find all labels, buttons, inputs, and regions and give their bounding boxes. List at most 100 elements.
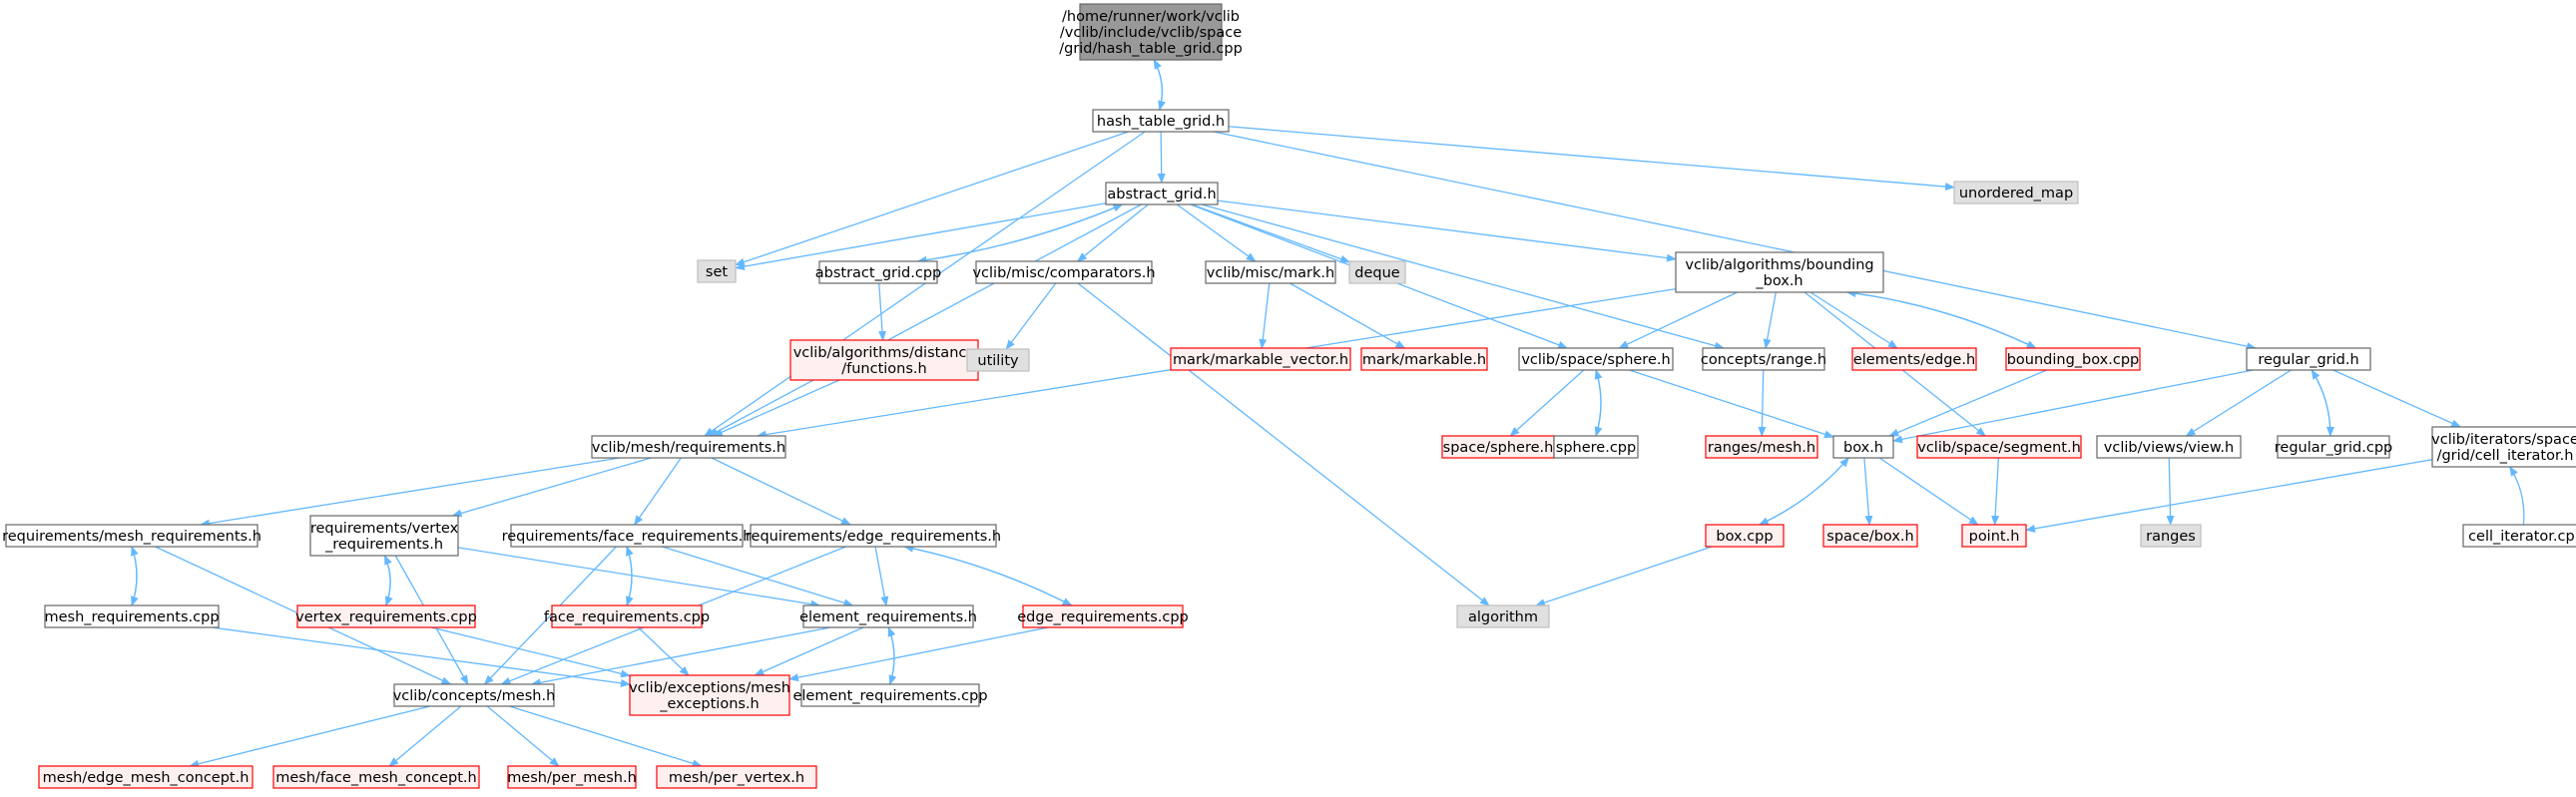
- node-n28[interactable]: requirements/mesh_requirements.h: [2, 524, 261, 548]
- node-n16[interactable]: elements/edge.h: [1851, 347, 1977, 371]
- node-box: [551, 604, 703, 628]
- node-n44[interactable]: vclib/exceptions/mesh_exceptions.h: [629, 674, 790, 716]
- node-n24[interactable]: vclib/space/segment.h: [1916, 435, 2082, 459]
- edge-n1-n3: [1228, 126, 1955, 192]
- node-n1[interactable]: hash_table_grid.h: [1092, 109, 1230, 133]
- node-label: vclib/mesh/requirements.h: [592, 440, 785, 456]
- node-n39[interactable]: face_requirements.cpp: [544, 604, 710, 628]
- node-box: [272, 765, 480, 789]
- node-box: [975, 260, 1153, 284]
- node-label: _box.h: [1755, 273, 1803, 289]
- node-label: requirements/mesh_requirements.h: [2, 529, 261, 545]
- node-n10[interactable]: vclib/algorithms/distance/functions.h: [789, 339, 979, 381]
- node-label: vclib/views/view.h: [2104, 440, 2234, 456]
- node-box: [2431, 426, 2576, 468]
- node-n25[interactable]: vclib/views/view.h: [2096, 435, 2242, 459]
- node-label: mesh/face_mesh_concept.h: [275, 770, 476, 786]
- node-box: [1953, 181, 2079, 204]
- node-n26[interactable]: regular_grid.cpp: [2275, 435, 2392, 459]
- node-label: requirements/face_requirements.h: [502, 529, 753, 545]
- node-n34[interactable]: point.h: [1961, 524, 2027, 548]
- node-box: [1675, 251, 1884, 293]
- node-n12[interactable]: mark/markable_vector.h: [1170, 347, 1351, 371]
- node-n18[interactable]: regular_grid.h: [2246, 347, 2371, 371]
- edge-n36-n27: [2509, 466, 2525, 526]
- edge-n18-n23: [1892, 369, 2254, 444]
- edge-n30-n43: [483, 546, 617, 685]
- node-n21[interactable]: sphere.cpp: [1553, 435, 1639, 459]
- node-n36[interactable]: cell_iterator.cpp: [2462, 524, 2576, 548]
- node-box: [2277, 435, 2390, 459]
- node-n17[interactable]: bounding_box.cpp: [2005, 347, 2141, 371]
- node-label: space/sphere.h: [1443, 440, 1554, 456]
- node-label: mesh_requirements.cpp: [44, 609, 219, 625]
- node-box: [2246, 347, 2371, 371]
- edge-n38-n29: [383, 555, 392, 606]
- node-n13[interactable]: mark/markable.h: [1360, 347, 1488, 371]
- node-n0: /home/runner/work/vclib/vclib/include/vc…: [1059, 3, 1243, 61]
- edge-n31-n41: [904, 546, 1073, 606]
- nodes-layer: /home/runner/work/vclib/vclib/include/vc…: [2, 3, 2576, 789]
- node-n33[interactable]: space/box.h: [1822, 524, 1918, 548]
- node-box: [1348, 260, 1406, 284]
- node-box: [1916, 435, 2082, 459]
- edge-n18-n26: [2311, 369, 2334, 437]
- node-n41[interactable]: edge_requirements.cpp: [1017, 604, 1189, 628]
- node-n7[interactable]: vclib/misc/mark.h: [1205, 260, 1336, 284]
- edge-n9-n17: [1846, 291, 2037, 349]
- node-n30[interactable]: requirements/face_requirements.h: [502, 524, 753, 548]
- node-label: vclib/iterators/space: [2431, 432, 2576, 448]
- edge-n2-n15: [1201, 203, 1726, 350]
- edge-n23-n34: [1878, 457, 1979, 526]
- edge-n40-n43: [530, 626, 831, 687]
- node-box: [2096, 435, 2242, 459]
- edge-n10-n19: [712, 379, 840, 437]
- node-label: vclib/exceptions/mesh: [629, 680, 790, 696]
- node-n27[interactable]: vclib/iterators/space/grid/cell_iterator…: [2431, 426, 2576, 468]
- node-n5[interactable]: abstract_grid.cpp: [815, 260, 941, 284]
- node-n20[interactable]: space/sphere.h: [1441, 435, 1555, 459]
- edge-n39-n44: [638, 626, 690, 676]
- node-n32[interactable]: box.cpp: [1705, 524, 1785, 548]
- node-label: mesh/per_mesh.h: [507, 770, 637, 786]
- node-n45[interactable]: element_requirements.cpp: [792, 683, 988, 707]
- node-label: vclib/misc/mark.h: [1207, 265, 1334, 281]
- edge-n2-n8: [1191, 203, 1350, 263]
- node-n15[interactable]: concepts/range.h: [1701, 347, 1826, 371]
- edge-n24-n34: [1991, 457, 2000, 526]
- node-n31[interactable]: requirements/edge_requirements.h: [746, 524, 1001, 548]
- node-label: vertex_requirements.cpp: [295, 609, 477, 625]
- node-n42: algorithm: [1456, 604, 1550, 628]
- node-n38[interactable]: vertex_requirements.cpp: [295, 604, 477, 628]
- node-box: [591, 435, 786, 459]
- node-box: [1092, 109, 1230, 133]
- node-label: requirements/edge_requirements.h: [746, 529, 1001, 545]
- node-n47[interactable]: mesh/face_mesh_concept.h: [272, 765, 480, 789]
- node-n2[interactable]: abstract_grid.h: [1105, 182, 1219, 205]
- node-label: element_requirements.h: [799, 609, 977, 625]
- node-n6[interactable]: vclib/misc/comparators.h: [972, 260, 1156, 284]
- node-box: [1022, 604, 1184, 628]
- node-label: /vclib/include/vclib/space: [1060, 25, 1242, 41]
- node-n49[interactable]: mesh/per_vertex.h: [656, 765, 817, 789]
- node-n40[interactable]: element_requirements.h: [799, 604, 977, 628]
- edge-n14-n20: [1509, 369, 1585, 437]
- node-n9[interactable]: vclib/algorithms/bounding_box.h: [1675, 251, 1884, 293]
- node-n14[interactable]: vclib/space/sphere.h: [1518, 347, 1674, 371]
- node-box: [309, 515, 459, 557]
- node-box: [802, 604, 974, 628]
- node-n37[interactable]: mesh_requirements.cpp: [44, 604, 220, 628]
- node-n23[interactable]: box.h: [1832, 435, 1894, 459]
- node-box: [1705, 435, 1818, 459]
- edge-n2-n5: [916, 203, 1123, 264]
- edge-n7-n12: [1259, 282, 1271, 349]
- node-n19[interactable]: vclib/mesh/requirements.h: [591, 435, 786, 459]
- node-n22[interactable]: ranges/mesh.h: [1705, 435, 1818, 459]
- edge-n9-n16: [1809, 291, 1898, 349]
- node-n48[interactable]: mesh/per_mesh.h: [507, 765, 637, 789]
- node-n29[interactable]: requirements/vertex_requirements.h: [309, 515, 459, 557]
- node-box: [1205, 260, 1336, 284]
- node-n46[interactable]: mesh/edge_mesh_concept.h: [38, 765, 254, 789]
- edge-n1-n4: [735, 131, 1129, 266]
- node-n43[interactable]: vclib/concepts/mesh.h: [393, 683, 556, 707]
